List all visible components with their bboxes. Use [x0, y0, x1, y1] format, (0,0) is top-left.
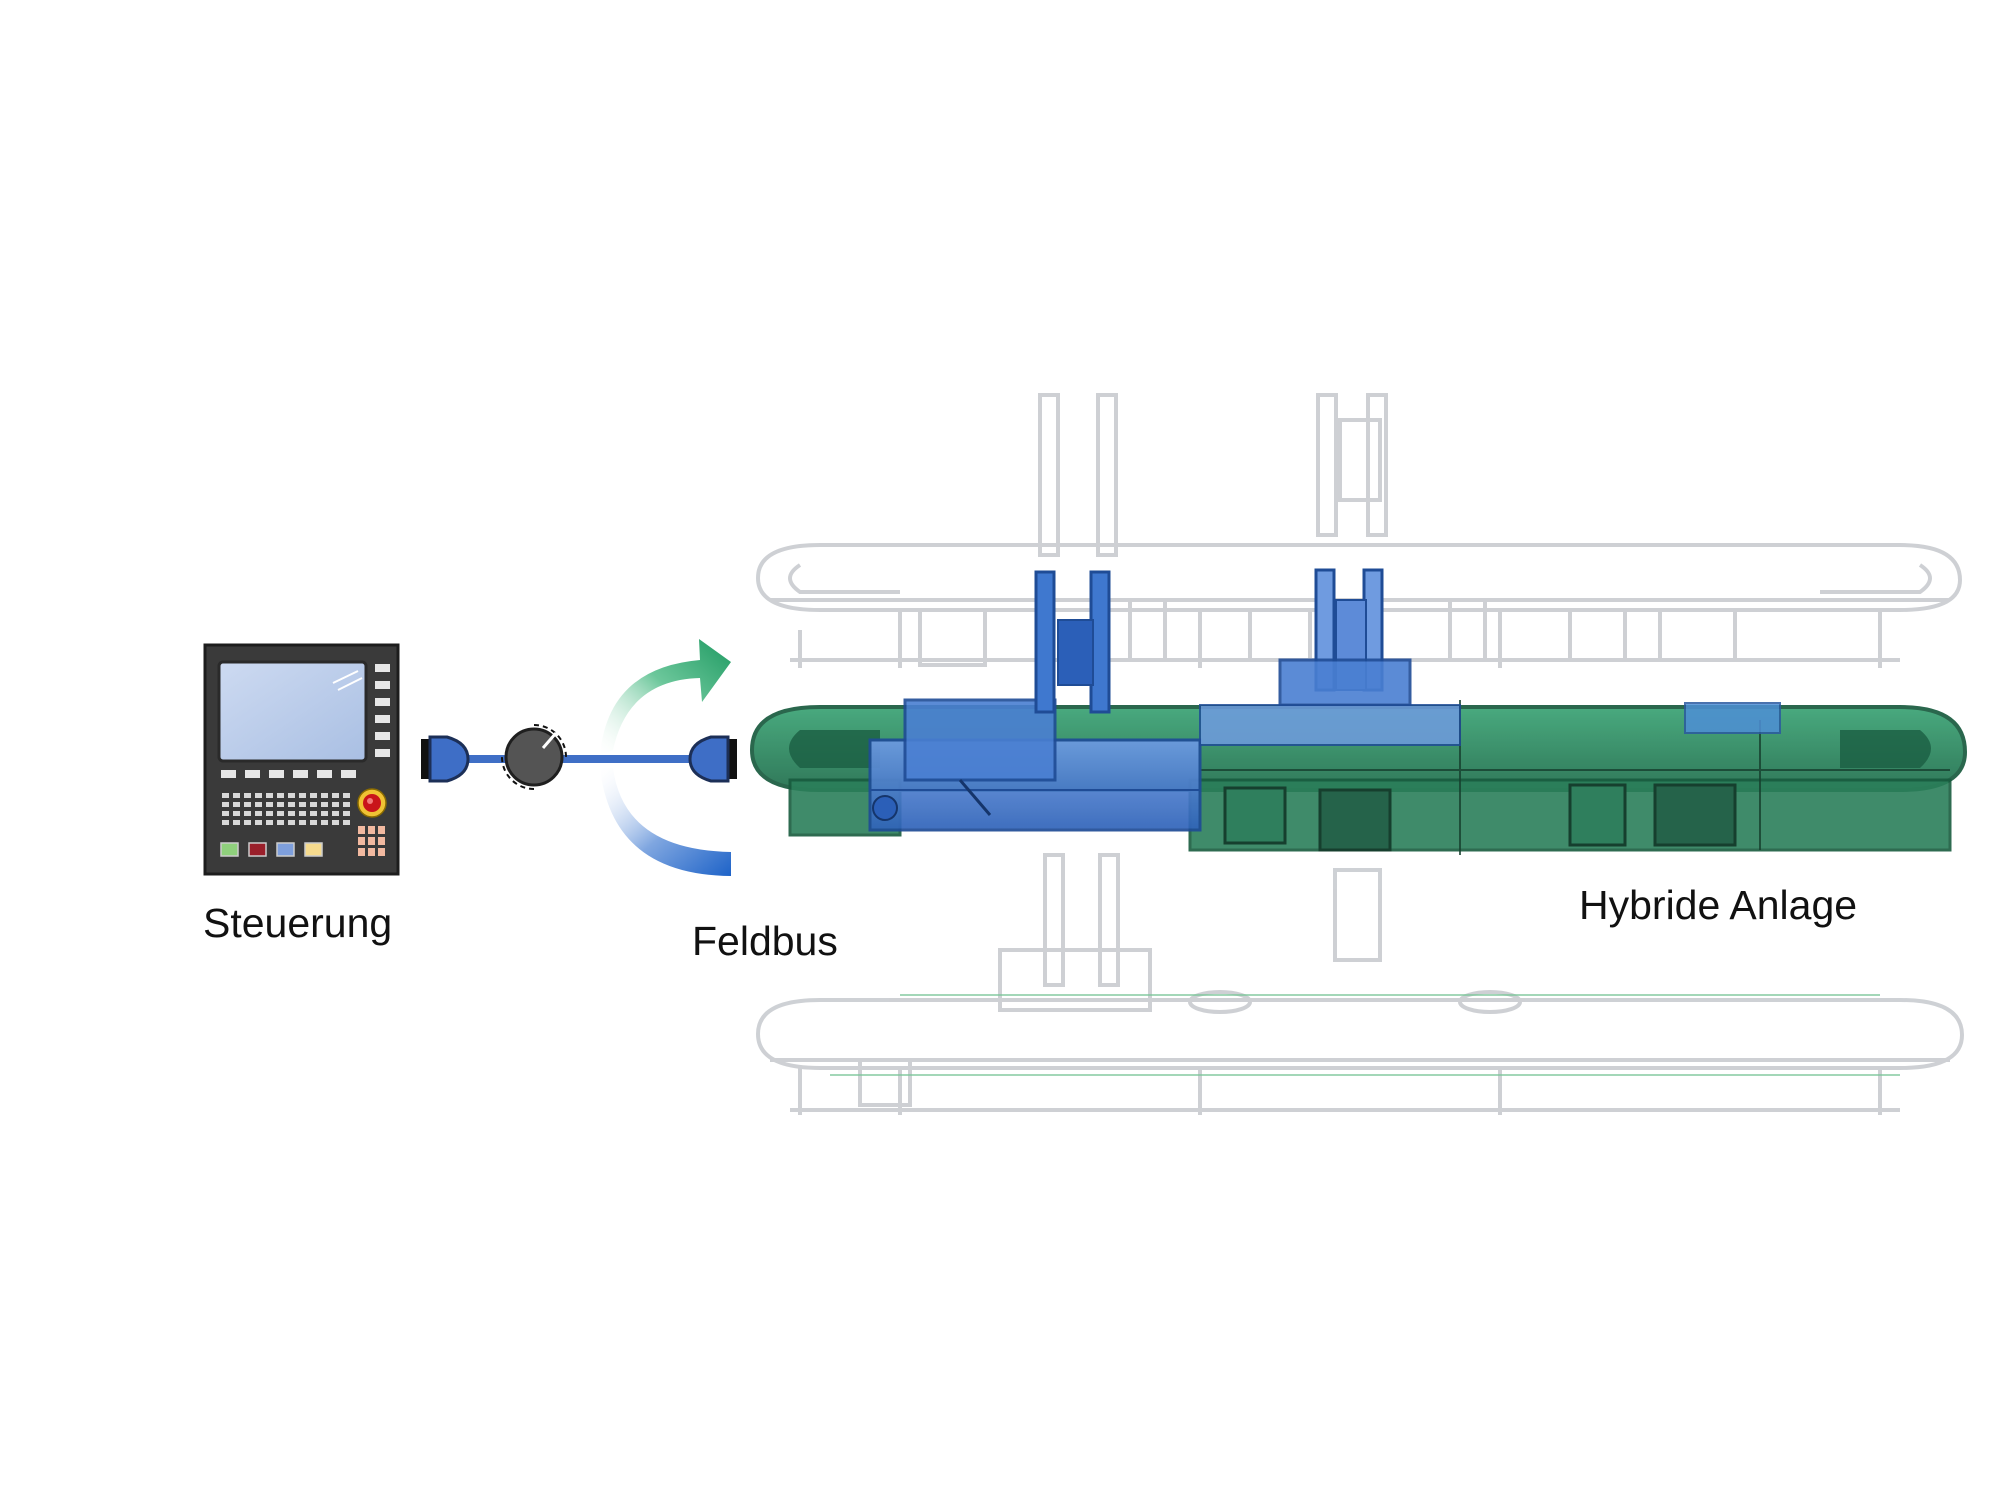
keyboard-key [266, 811, 273, 816]
fieldbus-link [421, 724, 737, 790]
keyboard-key [321, 811, 328, 816]
controller-label: Steuerung [203, 900, 393, 946]
keyboard-key [310, 793, 317, 798]
keyboard-key [299, 820, 306, 825]
keyboard-key [310, 820, 317, 825]
keyboard-key [255, 802, 262, 807]
numpad-key [378, 826, 385, 834]
numpad-key [378, 848, 385, 856]
keyboard-key [266, 793, 273, 798]
numpad-key [368, 837, 375, 845]
blue-button [276, 842, 295, 857]
keyboard-key [310, 802, 317, 807]
cnc-control-panel-icon [203, 643, 400, 876]
fieldbus-plug-right-icon [688, 735, 737, 783]
keyboard-key [222, 811, 229, 816]
hybrid-plant-label: Hybride Anlage [1579, 882, 1858, 928]
keyboard-key [266, 802, 273, 807]
keyboard-key [299, 793, 306, 798]
keyboard-key [233, 793, 240, 798]
red-button [248, 842, 267, 857]
keyboard-key [288, 811, 295, 816]
keyboard-key [288, 793, 295, 798]
keyboard-key [233, 802, 240, 807]
keyboard-key [343, 802, 350, 807]
keyboard-key [299, 811, 306, 816]
keyboard-key [332, 793, 339, 798]
keyboard-key [277, 802, 284, 807]
keyboard-key [277, 793, 284, 798]
keyboard-key [222, 820, 229, 825]
keyboard-key [321, 820, 328, 825]
blue-curved-arrow-icon [600, 768, 731, 876]
keyboard-key [255, 820, 262, 825]
rotary-knob-icon [501, 724, 567, 790]
green-curved-arrow-icon [600, 639, 731, 755]
keyboard-key [222, 793, 229, 798]
green-button [220, 842, 239, 857]
numeric-keypad [358, 826, 385, 856]
numpad-key [368, 848, 375, 856]
keyboard-key [310, 811, 317, 816]
yellow-button [304, 842, 323, 857]
keyboard-key [343, 793, 350, 798]
numpad-key [378, 837, 385, 845]
keyboard-key [332, 811, 339, 816]
keyboard-key [343, 811, 350, 816]
keyboard-key [244, 820, 251, 825]
keyboard-key [299, 802, 306, 807]
keyboard-key [244, 802, 251, 807]
keyboard-key [255, 811, 262, 816]
green-module-2 [1318, 788, 1392, 852]
numpad-key [358, 837, 365, 845]
keyboard-key [332, 820, 339, 825]
green-module-3 [1568, 783, 1627, 847]
keyboard-key [277, 820, 284, 825]
keyboard-key [343, 820, 350, 825]
keyboard-key [233, 811, 240, 816]
keyboard-key [255, 793, 262, 798]
keyboard-key [288, 820, 295, 825]
fieldbus-label: Feldbus [692, 918, 838, 964]
plant-bottom-green-rails [830, 994, 1900, 1076]
keyboard-key [266, 820, 273, 825]
emergency-stop-icon [357, 788, 387, 818]
plant-layer-bottom-ghost [755, 853, 1965, 1115]
keyboard-key [277, 811, 284, 816]
keyboard-key [244, 793, 251, 798]
side-softkeys [375, 664, 390, 757]
fieldbus-plug-left-icon [421, 735, 470, 783]
blue-station [868, 568, 1461, 832]
keyboard-key [288, 802, 295, 807]
numpad-key [368, 826, 375, 834]
plant-layer-main [749, 568, 1968, 855]
keyboard-key [222, 802, 229, 807]
bottom-softkeys [221, 770, 356, 778]
green-module-1 [1223, 786, 1287, 845]
numpad-key [358, 826, 365, 834]
controller-screen [217, 660, 368, 763]
keyboard-key [233, 820, 240, 825]
keyboard-key [332, 802, 339, 807]
keyboard-key [244, 811, 251, 816]
keyboard-key [321, 802, 328, 807]
keyboard-key [321, 793, 328, 798]
numpad-key [358, 848, 365, 856]
keyboard-grid [222, 793, 350, 825]
green-module-4 [1653, 783, 1737, 847]
